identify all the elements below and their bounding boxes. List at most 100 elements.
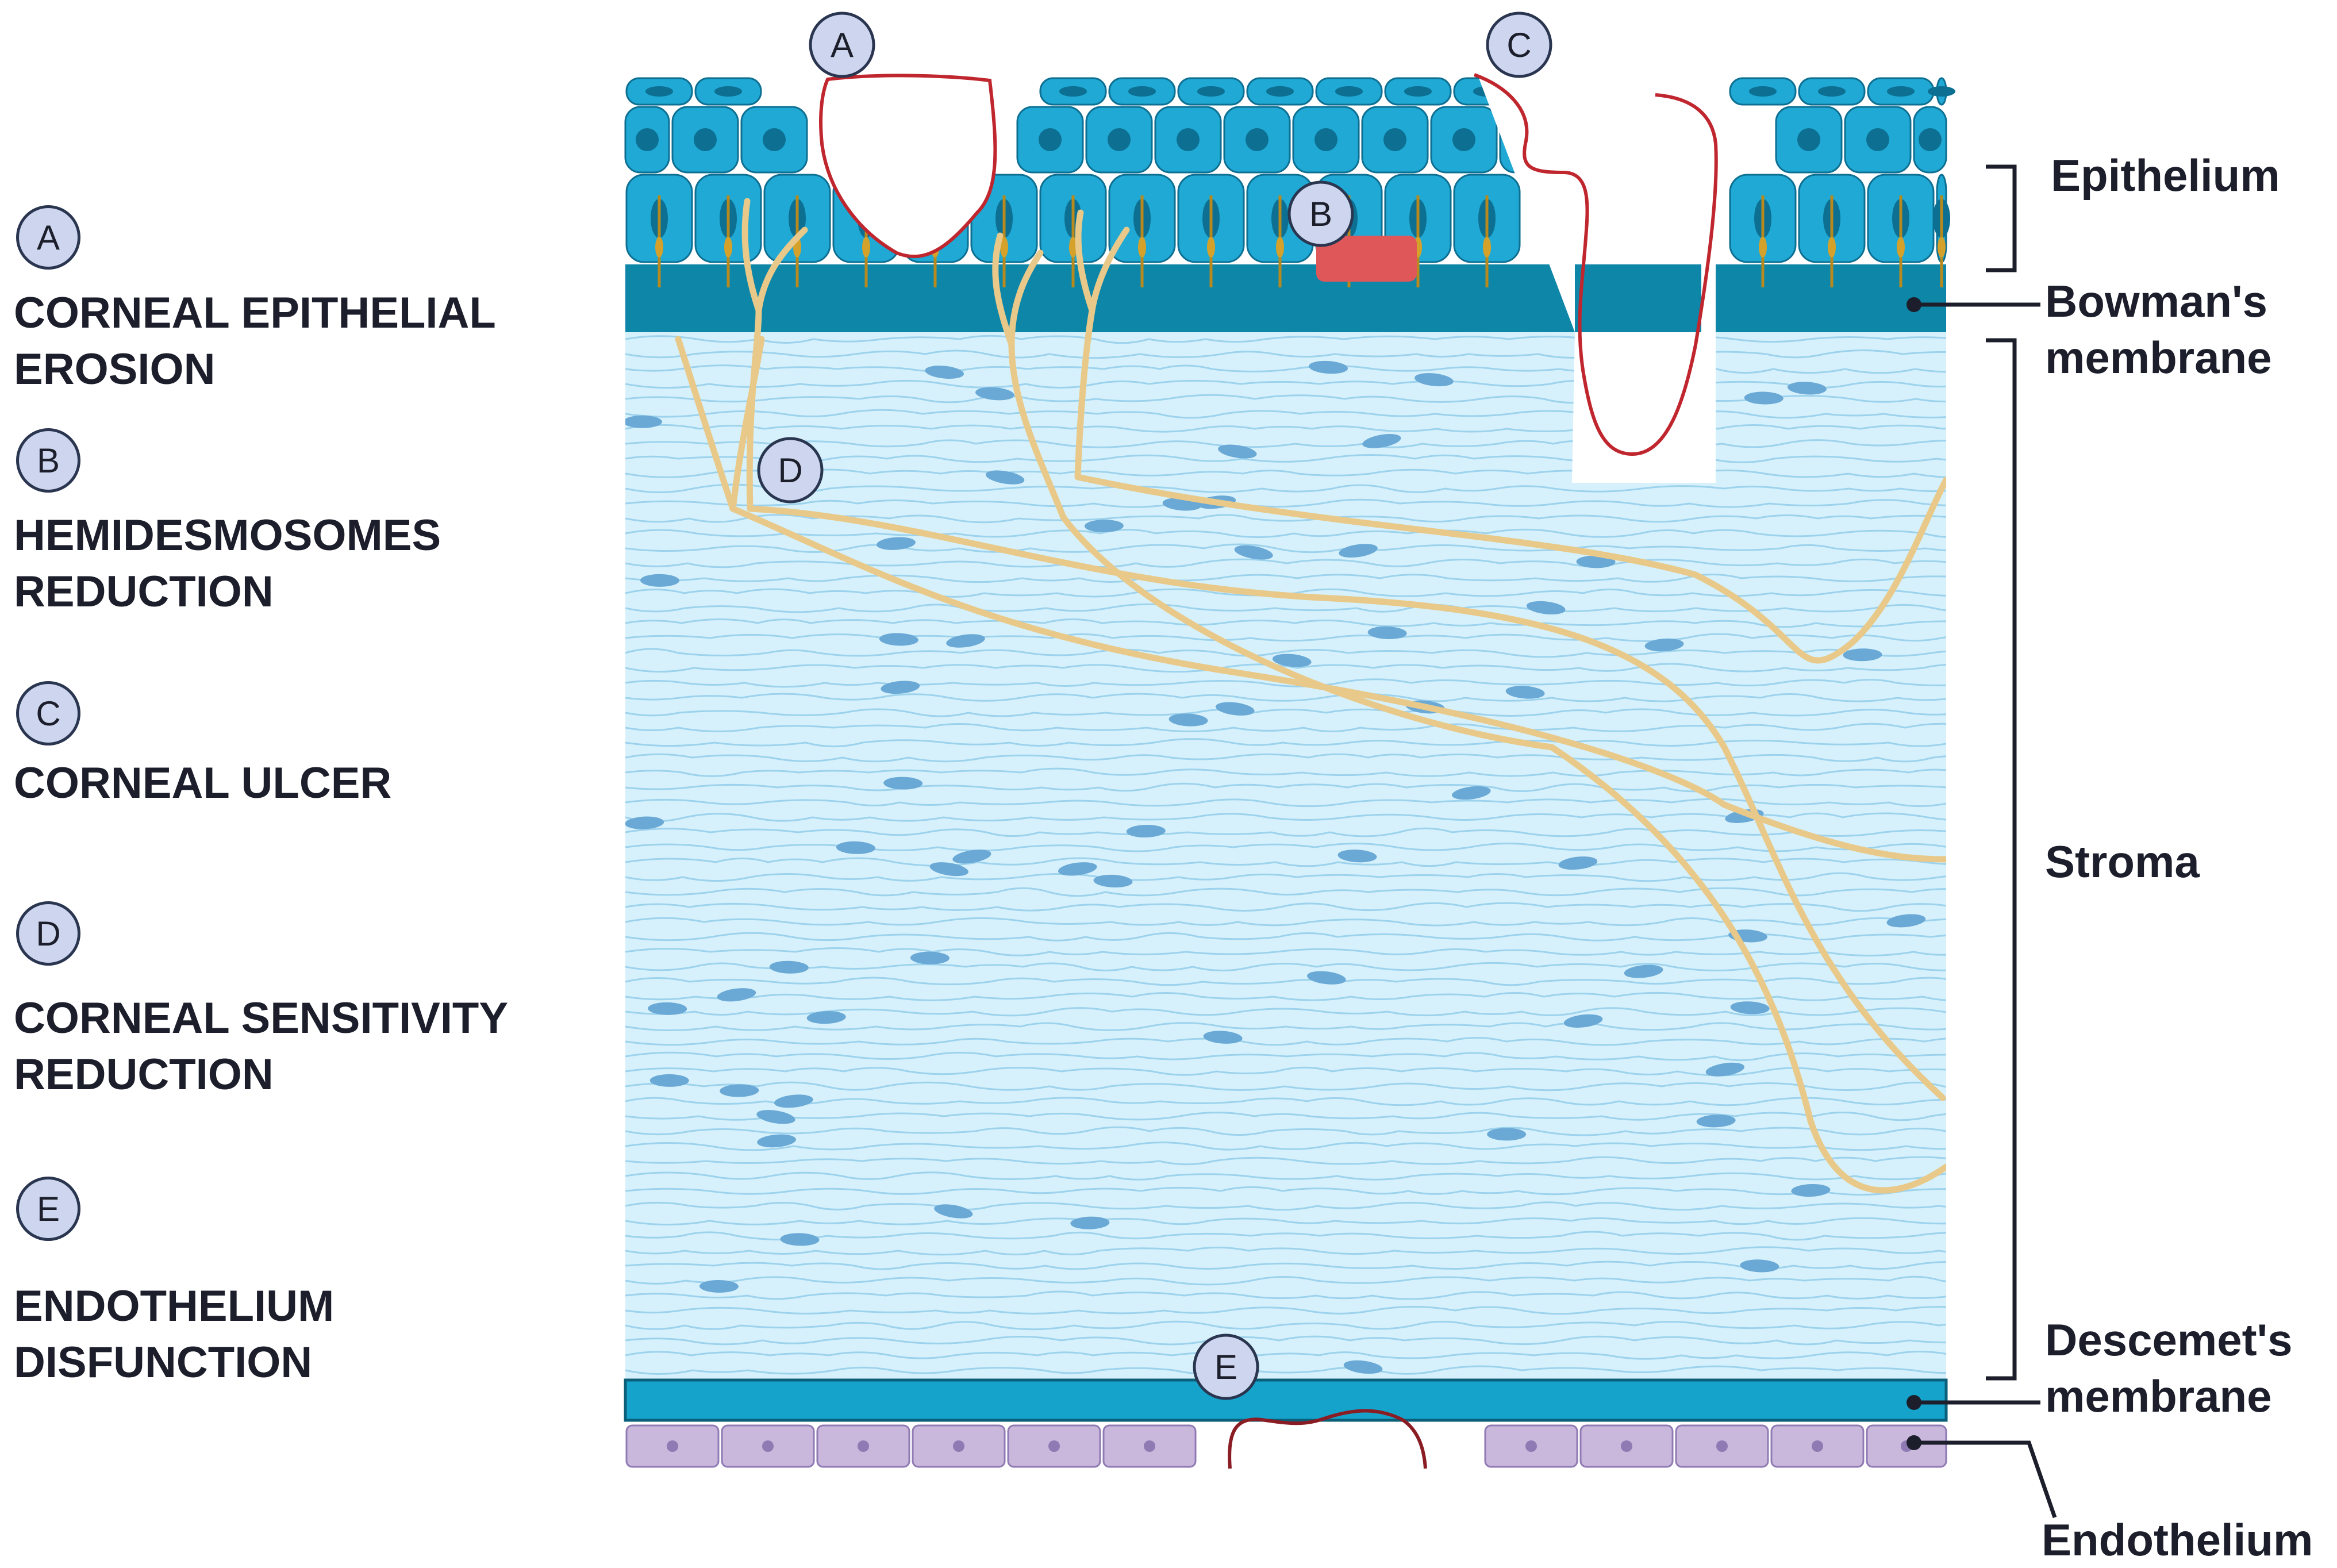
stroma-fiber [625, 872, 1946, 882]
endothelial-nucleus [1525, 1440, 1537, 1452]
keratocyte [699, 1279, 739, 1293]
stroma-fiber [625, 738, 1946, 748]
stroma-fibers [625, 334, 1946, 1375]
keratocyte [1843, 648, 1882, 662]
endothelium-dysfunction-outline [1228, 1409, 1427, 1469]
cell-nucleus [1039, 128, 1062, 151]
nerve-fiber [1060, 514, 1946, 1194]
stroma-fiber [625, 887, 1946, 897]
stroma-fiber [625, 947, 1946, 957]
keratocyte [774, 1094, 813, 1108]
keratocyte [769, 960, 809, 974]
hemidesmosome-knot [1000, 237, 1008, 258]
keratocyte [1070, 1216, 1110, 1229]
hemidesmosome-knot [1828, 237, 1836, 258]
stroma-fiber [625, 334, 1946, 344]
endothelial-nucleus [1812, 1440, 1823, 1452]
stroma-fiber [625, 574, 1946, 583]
cell-nucleus [1335, 86, 1363, 97]
stroma-fiber [625, 454, 1946, 463]
endothelial-nucleus [1716, 1440, 1728, 1452]
marker-a-badge: A [809, 11, 875, 78]
stroma-fiber [625, 1186, 1946, 1196]
keratocyte [1362, 434, 1401, 448]
endothelial-nucleus [1144, 1440, 1155, 1452]
legend-d-letter: D [36, 914, 61, 953]
keratocyte [1367, 626, 1407, 639]
keratocyte [881, 681, 920, 694]
stroma-fiber [625, 483, 1946, 493]
keratocyte [625, 816, 664, 829]
keratocyte [877, 537, 916, 550]
keratocyte [1576, 555, 1616, 568]
ulcer-outline [1473, 73, 1718, 456]
stroma-fiber [625, 618, 1946, 628]
marker-d-text: D [778, 451, 802, 490]
legend-e-badge: E [16, 1177, 80, 1241]
keratocyte [625, 415, 662, 428]
keratocyte [756, 1110, 795, 1124]
hemidesmosome-knot [1138, 237, 1146, 258]
cell-nucleus [1797, 128, 1820, 151]
hemidesmosome-knot [1069, 237, 1077, 258]
keratocyte [1563, 1014, 1603, 1028]
keratocyte [1216, 702, 1255, 716]
keratocyte [1309, 360, 1348, 374]
keratocyte [1705, 1062, 1745, 1077]
keratocyte [1452, 786, 1491, 800]
cell-nucleus [1266, 86, 1294, 97]
descemet-membrane-layer [624, 1378, 1948, 1422]
keratocyte [1168, 713, 1208, 727]
stroma-fiber [625, 1320, 1946, 1331]
epithelium-bracket [1986, 164, 2017, 272]
keratocyte [910, 951, 950, 964]
stroma-fiber [625, 1246, 1946, 1256]
stroma-fiber [625, 1097, 1946, 1106]
legend-d-badge: D [16, 901, 80, 966]
legend-e-letter: E [36, 1189, 60, 1228]
keratocyte [1414, 373, 1454, 387]
hemidesmosome-knot [1207, 237, 1215, 258]
marker-b-badge: B [1287, 180, 1354, 247]
stroma-fiber [625, 603, 1946, 613]
stroma-bracket [1986, 338, 2017, 1381]
pointer-dots [1906, 297, 1921, 1450]
nerve-fiber [741, 198, 808, 512]
nerve-fiber [1074, 474, 1946, 664]
keratocyte [1203, 1031, 1243, 1044]
stroma-fiber [625, 962, 1946, 972]
nerve-fiber [1074, 209, 1130, 481]
keratocyte [879, 633, 918, 646]
hemidesmosome-knot [655, 237, 663, 258]
keratocyte [1058, 862, 1097, 876]
stroma-fiber [625, 648, 1946, 658]
stroma-fiber [625, 1142, 1946, 1151]
hemidesmosome-knot [1483, 237, 1491, 258]
stroma-fiber [625, 932, 1946, 941]
stroma-fiber [625, 917, 1946, 927]
stroma-fiber [625, 1112, 1946, 1121]
stroma-fiber [625, 409, 1946, 419]
legend-c-text: CORNEAL ULCER [14, 759, 392, 808]
cell-nucleus [1928, 86, 1955, 97]
keratocyte [1558, 856, 1598, 870]
cell-nucleus [714, 86, 742, 97]
endothelial-nucleus [1621, 1440, 1632, 1452]
legend-b-text: HEMIDESMOSOMES REDUCTION [14, 511, 441, 616]
endothelial-nucleus [667, 1440, 678, 1452]
keratocyte [780, 1233, 820, 1246]
bowman-pointer-dot [1906, 297, 1921, 312]
cell-nucleus [694, 128, 717, 151]
stroma-fiber [625, 902, 1946, 912]
cell-nucleus [636, 128, 659, 151]
cell-nucleus [645, 86, 673, 97]
keratocyte [946, 634, 985, 648]
cell-nucleus [1818, 86, 1846, 97]
stroma-fiber [625, 782, 1946, 793]
keratocyte [1306, 971, 1346, 985]
keratocyte [1487, 1128, 1527, 1141]
keratocyte [717, 988, 756, 1002]
stroma-fiber [625, 379, 1946, 389]
keratocyte [1644, 638, 1684, 652]
